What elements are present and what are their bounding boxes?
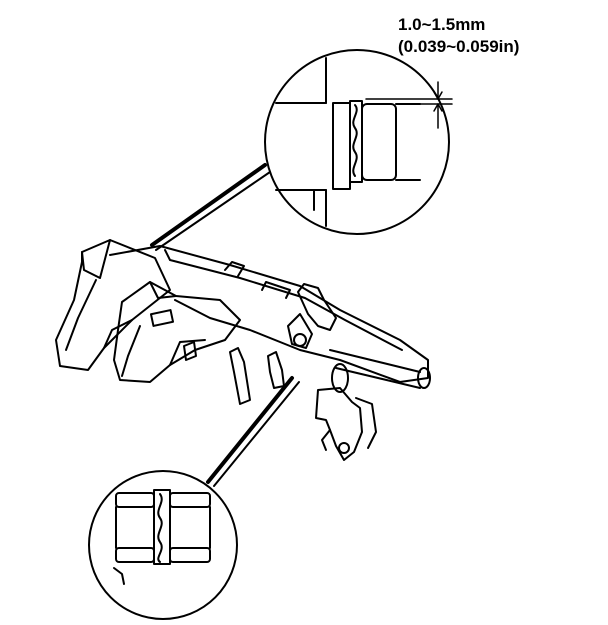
upper-wave-spring-curve: [352, 104, 358, 177]
upper-leader: [150, 163, 271, 251]
selector-lever: [297, 283, 337, 331]
lower-detail-circle: [88, 470, 238, 620]
fork-slot: [149, 309, 175, 327]
front-shift-fork: [113, 281, 241, 383]
clearance-mm-text: 1.0~1.5mm: [398, 15, 486, 34]
upper-wave-spring: [349, 100, 363, 183]
rear-shift-fork: [55, 239, 171, 371]
hanging-lever-left: [229, 347, 251, 405]
hanging-lever-mid: [267, 351, 285, 389]
upper-left-collar: [332, 102, 351, 190]
lower-bracket: [315, 387, 363, 461]
lower-wave-spring-curve: [157, 493, 163, 563]
lower-detail-view: [88, 470, 238, 620]
rail-shaft-end: [331, 363, 349, 393]
rail-shaft-upper: [329, 349, 421, 373]
clearance-spec-label: 1.0~1.5mm (0.039~0.059in): [398, 14, 519, 58]
upper-detail-view: [264, 49, 453, 235]
upper-right-sleeve: [361, 103, 397, 181]
upper-detail-circle: [264, 49, 450, 235]
main-assembly: [55, 239, 431, 461]
lower-wave-spring: [153, 489, 171, 565]
clearance-in-text: (0.039~0.059in): [398, 37, 520, 56]
lower-leader: [206, 376, 300, 487]
